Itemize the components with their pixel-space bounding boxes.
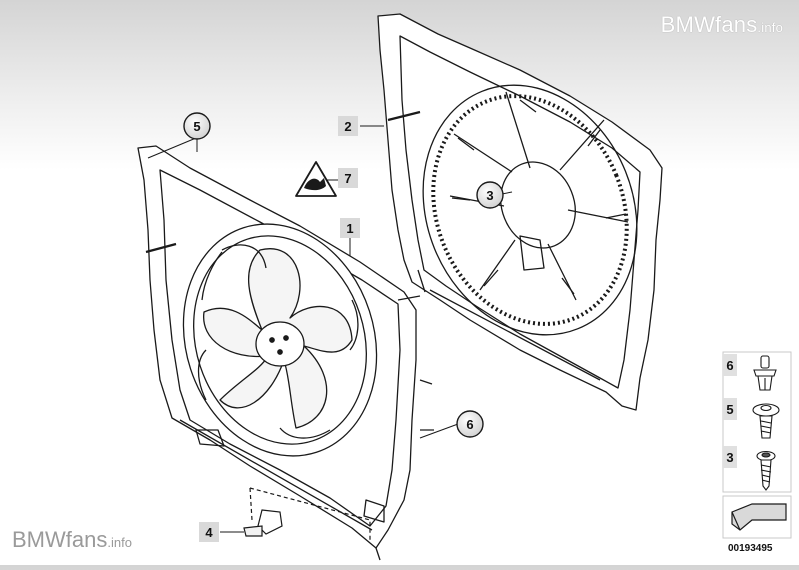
- clip-rivet-icon: [753, 355, 777, 391]
- direction-arrow-icon: [722, 495, 792, 539]
- callout-3: 3: [476, 181, 504, 209]
- legend-label-3: 3: [726, 450, 733, 465]
- legend-label-5: 5: [726, 402, 733, 417]
- watermark-bottom: BMWfans.info: [12, 527, 132, 553]
- legend-label-6: 6: [726, 358, 733, 373]
- watermark-top: BMWfans.info: [661, 12, 783, 38]
- connector-part: [243, 487, 371, 540]
- fan-assembly-front: [137, 145, 434, 561]
- callout-4: 4: [199, 522, 219, 542]
- callout-1-label: 1: [346, 221, 353, 236]
- warning-label-icon: [295, 161, 337, 197]
- callout-2: 2: [338, 116, 358, 136]
- callout-4-label: 4: [205, 525, 213, 540]
- callout-7-label: 7: [344, 171, 351, 186]
- callout-7: 7: [338, 168, 358, 188]
- callout-6-label: 6: [466, 417, 473, 432]
- watermark-bottom-suffix: .info: [107, 535, 132, 550]
- screw-icon: [756, 450, 776, 491]
- watermark-top-brand: BMWfans: [660, 12, 758, 37]
- callout-5-label: 5: [193, 119, 200, 134]
- callout-6: 6: [456, 410, 484, 438]
- fastener-legend: 6 5 3: [722, 351, 792, 539]
- diagram-id: 00193495: [728, 543, 773, 554]
- callout-1: 1: [340, 218, 360, 238]
- watermark-top-suffix: .info: [757, 20, 783, 35]
- callout-5: 5: [183, 112, 211, 140]
- fan-shroud-rear: [377, 13, 663, 411]
- callout-3-label: 3: [486, 188, 493, 203]
- watermark-bottom-brand: BMWfans: [12, 527, 108, 552]
- callout-2-label: 2: [344, 119, 351, 134]
- expanding-rivet-icon: [752, 403, 780, 439]
